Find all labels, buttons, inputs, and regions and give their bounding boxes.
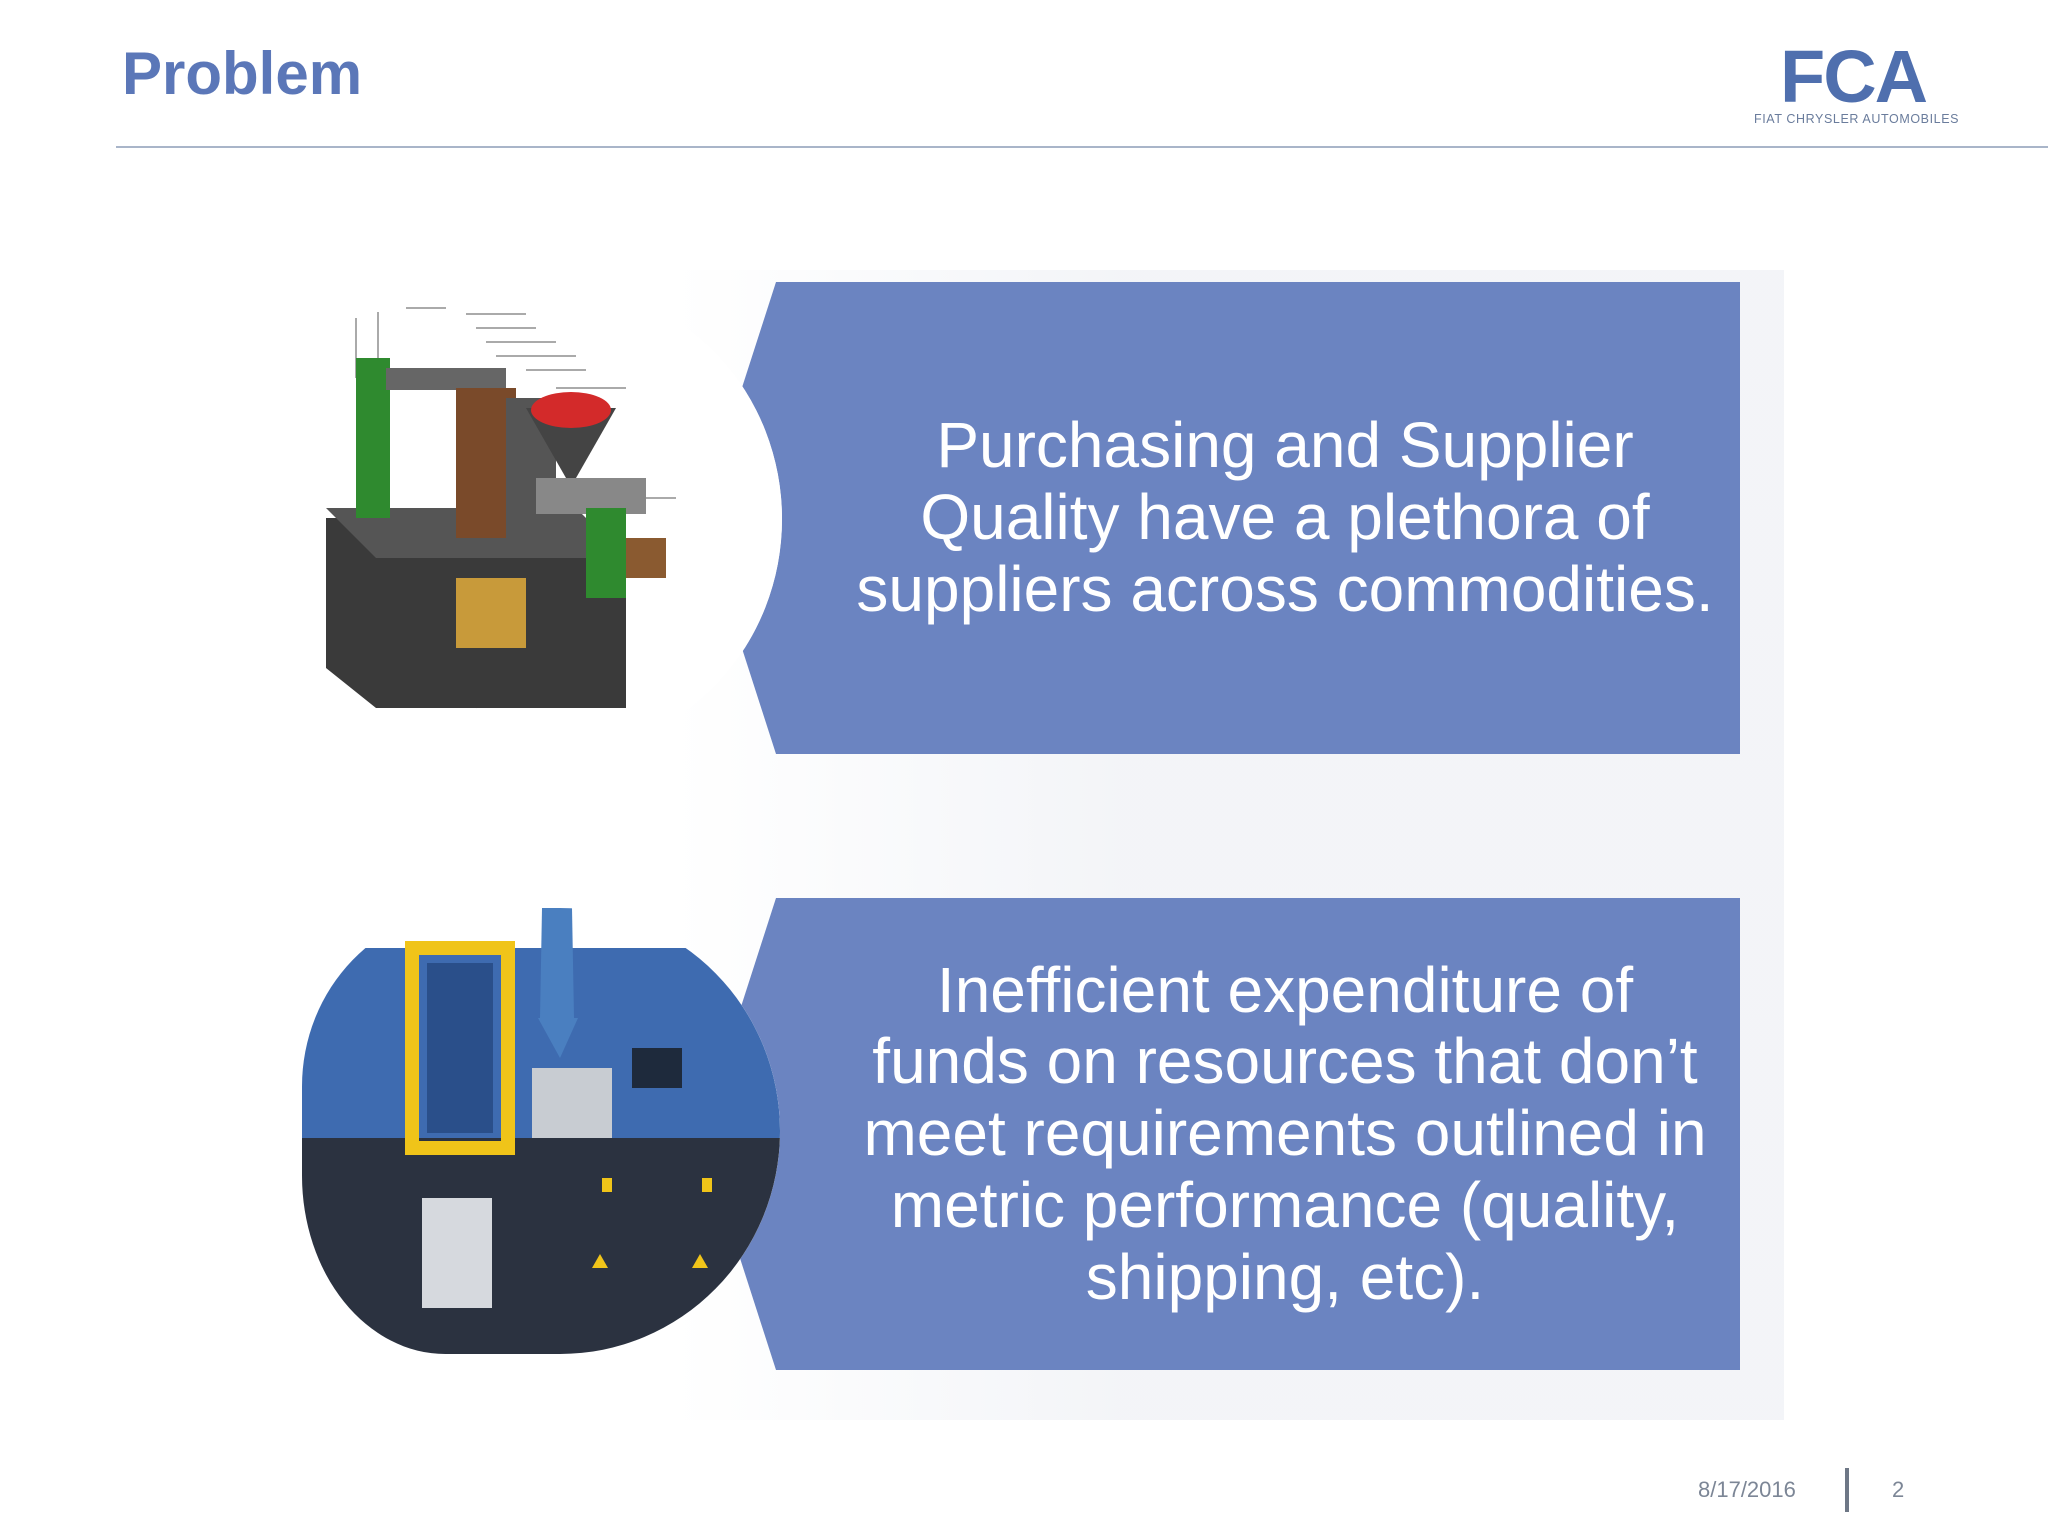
- callout-suppliers: Purchasing and Supplier Quality have a p…: [700, 282, 1740, 754]
- logo-subtitle: FIAT CHRYSLER AUTOMOBILES: [1754, 112, 1960, 126]
- chevron-shape: [700, 282, 1740, 754]
- slide-page-number: 2: [1892, 1477, 1905, 1502]
- injection-molding-diagram-image: [326, 288, 782, 750]
- fca-logo: FCA FIAT CHRYSLER AUTOMOBILES: [1750, 40, 1976, 130]
- chevron-shape: [700, 898, 1740, 1370]
- callout-expenditure: Inefficient expenditure of funds on reso…: [700, 898, 1740, 1370]
- slide-title: Problem: [122, 40, 363, 107]
- injection-molding-machine-image: [302, 908, 780, 1354]
- callout-text: Inefficient expenditure of funds on reso…: [863, 953, 1707, 1313]
- logo-mark: FCA: [1780, 35, 1928, 118]
- title-divider: [116, 146, 2048, 148]
- callout-text: Purchasing and Supplier Quality have a p…: [856, 409, 1714, 625]
- slide-date: 8/17/2016: [1698, 1477, 1796, 1502]
- footer-divider: [1845, 1468, 1849, 1512]
